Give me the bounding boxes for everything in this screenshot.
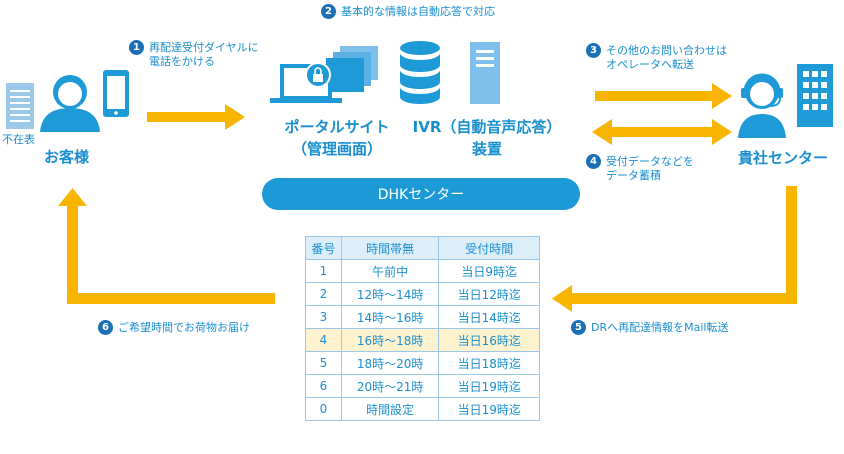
row-number: 4 bbox=[305, 328, 342, 352]
step-text: その他のお問い合わせは bbox=[606, 44, 727, 57]
row-time-slot: 16時～18時 bbox=[340, 328, 440, 352]
slip-label: 不在表 bbox=[2, 133, 35, 146]
row-time-slot: 20時～21時 bbox=[340, 374, 440, 398]
building-icon bbox=[797, 64, 833, 127]
step-text: 再配達受付ダイヤルに bbox=[149, 41, 259, 54]
smartphone-icon bbox=[103, 70, 129, 117]
step-text: 受付データなどを bbox=[606, 155, 694, 168]
step-text: 基本的な情報は自動応答で対応 bbox=[341, 5, 495, 18]
step-number: 5 bbox=[571, 320, 586, 335]
row-cutoff: 当日14時迄 bbox=[438, 305, 540, 329]
time-slot-table: 番号 時間帯無 受付時間 1 午前中 当日9時迄 2 12時～14時 当日12時… bbox=[305, 236, 540, 421]
row-time-slot: 12時～14時 bbox=[340, 282, 440, 306]
row-time-slot: 14時～16時 bbox=[340, 305, 440, 329]
row-cutoff: 当日9時迄 bbox=[438, 259, 540, 283]
row-number: 6 bbox=[305, 374, 342, 398]
step-number: 2 bbox=[321, 4, 336, 19]
step-text: ご希望時間でお荷物お届け bbox=[118, 321, 250, 334]
row-cutoff: 当日12時迄 bbox=[438, 282, 540, 306]
portal-line1: ポータルサイト bbox=[284, 118, 390, 136]
step-1: 1 再配達受付ダイヤルに 電話をかける bbox=[129, 40, 259, 69]
laptop-lock-icon bbox=[270, 46, 378, 103]
step-3: 3 その他のお問い合わせは オペレータへ転送 bbox=[586, 43, 727, 72]
table-row: 1 午前中 当日9時迄 bbox=[305, 259, 540, 283]
person-icon bbox=[40, 75, 100, 132]
header-cutoff: 受付時間 bbox=[438, 236, 540, 260]
table-row: 0 時間設定 当日19時迄 bbox=[305, 397, 540, 421]
step-6: 6 ご希望時間でお荷物お届け bbox=[98, 320, 250, 335]
table-row: 3 14時～16時 当日14時迄 bbox=[305, 305, 540, 329]
table-row: 6 20時～21時 当日19時迄 bbox=[305, 374, 540, 398]
table-header-row: 番号 時間帯無 受付時間 bbox=[305, 236, 540, 260]
step-text: 電話をかける bbox=[149, 55, 215, 68]
document-icon bbox=[6, 83, 34, 129]
arrow-dr-mail bbox=[552, 186, 797, 312]
row-number: 3 bbox=[305, 305, 342, 329]
company-label: 貴社センター bbox=[738, 149, 829, 167]
row-cutoff: 当日19時迄 bbox=[438, 374, 540, 398]
ivr-line2: 装置 bbox=[471, 140, 502, 158]
step-text: データ蓄積 bbox=[606, 169, 661, 182]
row-cutoff: 当日19時迄 bbox=[438, 397, 540, 421]
table-row: 2 12時～14時 当日12時迄 bbox=[305, 282, 540, 306]
database-icon bbox=[400, 41, 440, 104]
row-number: 5 bbox=[305, 351, 342, 375]
arrow-data-exchange bbox=[592, 119, 732, 145]
row-number: 1 bbox=[305, 259, 342, 283]
portal-line2: （管理画面） bbox=[291, 140, 382, 158]
table-row: 5 18時～20時 当日18時迄 bbox=[305, 351, 540, 375]
step-5: 5 DRへ再配達情報をMail転送 bbox=[571, 320, 729, 335]
portal-label: ポータルサイト （管理画面） bbox=[272, 116, 402, 160]
header-time-slot: 時間帯無 bbox=[340, 236, 440, 260]
arrow-customer-to-portal bbox=[147, 104, 245, 130]
ivr-label: IVR（自動音声応答） 装置 bbox=[402, 116, 572, 160]
row-number: 0 bbox=[305, 397, 342, 421]
step-4: 4 受付データなどを データ蓄積 bbox=[586, 154, 694, 183]
step-number: 6 bbox=[98, 320, 113, 335]
ivr-line1: IVR（自動音声応答） bbox=[412, 118, 562, 136]
arrow-delivery bbox=[58, 188, 275, 304]
step-text: DRへ再配達情報をMail転送 bbox=[591, 321, 729, 334]
customer-label: お客様 bbox=[44, 148, 90, 166]
step-number: 4 bbox=[586, 154, 601, 169]
server-icon bbox=[470, 42, 500, 104]
step-number: 1 bbox=[129, 40, 144, 55]
operator-icon bbox=[738, 73, 786, 138]
step-2: 2 基本的な情報は自動応答で対応 bbox=[321, 4, 495, 19]
row-number: 2 bbox=[305, 282, 342, 306]
step-number: 3 bbox=[586, 43, 601, 58]
row-time-slot: 午前中 bbox=[340, 259, 440, 283]
row-time-slot: 18時～20時 bbox=[340, 351, 440, 375]
row-cutoff: 当日18時迄 bbox=[438, 351, 540, 375]
header-number: 番号 bbox=[305, 236, 342, 260]
row-cutoff: 当日16時迄 bbox=[438, 328, 540, 352]
center-bar: DHKセンター bbox=[262, 178, 580, 210]
step-text: オペレータへ転送 bbox=[606, 58, 694, 71]
row-time-slot: 時間設定 bbox=[340, 397, 440, 421]
table-row-highlighted: 4 16時～18時 当日16時迄 bbox=[305, 328, 540, 352]
arrow-to-company bbox=[595, 83, 732, 109]
